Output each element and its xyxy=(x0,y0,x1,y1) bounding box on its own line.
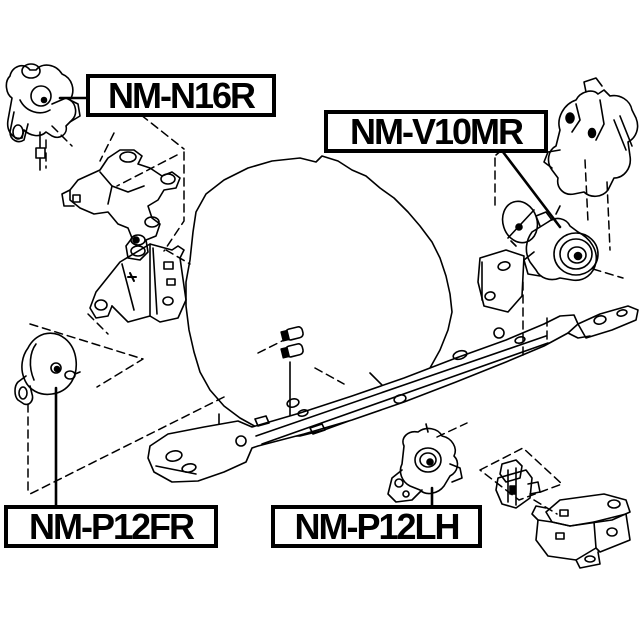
rear-mount-bracket-drawing xyxy=(531,493,631,569)
front-engine-mount-drawing xyxy=(14,332,81,406)
assembly-dashed-lines xyxy=(27,106,624,515)
part-label-nm-n16r: NM-N16R xyxy=(86,74,276,117)
right-engine-mount-drawing xyxy=(523,205,599,282)
part-label-nm-p12lh: NM-P12LH xyxy=(271,505,482,548)
rear-engine-mount-drawing xyxy=(5,63,81,171)
left-engine-mount-drawing xyxy=(387,423,463,503)
right-mount-bracket-drawing xyxy=(543,77,639,198)
part-number-text: NM-V10MR xyxy=(349,110,524,152)
front-crossmember-drawing xyxy=(147,305,639,483)
leader-nm-v10mr xyxy=(501,150,562,229)
engine-mounting-bracket-drawing xyxy=(61,149,181,261)
engine-side-plate-drawing xyxy=(477,249,525,313)
bolt-pair-drawing xyxy=(280,326,304,359)
washer-disc-drawing xyxy=(501,200,539,247)
part-number-text: NM-N16R xyxy=(107,74,256,116)
leader-lines xyxy=(54,96,562,507)
part-label-nm-v10mr: NM-V10MR xyxy=(324,110,548,153)
part-number-text: NM-P12LH xyxy=(294,505,460,547)
side-plate-bracket-drawing xyxy=(89,234,187,323)
part-label-nm-p12fr: NM-P12FR xyxy=(4,505,218,548)
part-number-text: NM-P12FR xyxy=(28,505,195,547)
mount-damper-drawing xyxy=(495,459,541,509)
